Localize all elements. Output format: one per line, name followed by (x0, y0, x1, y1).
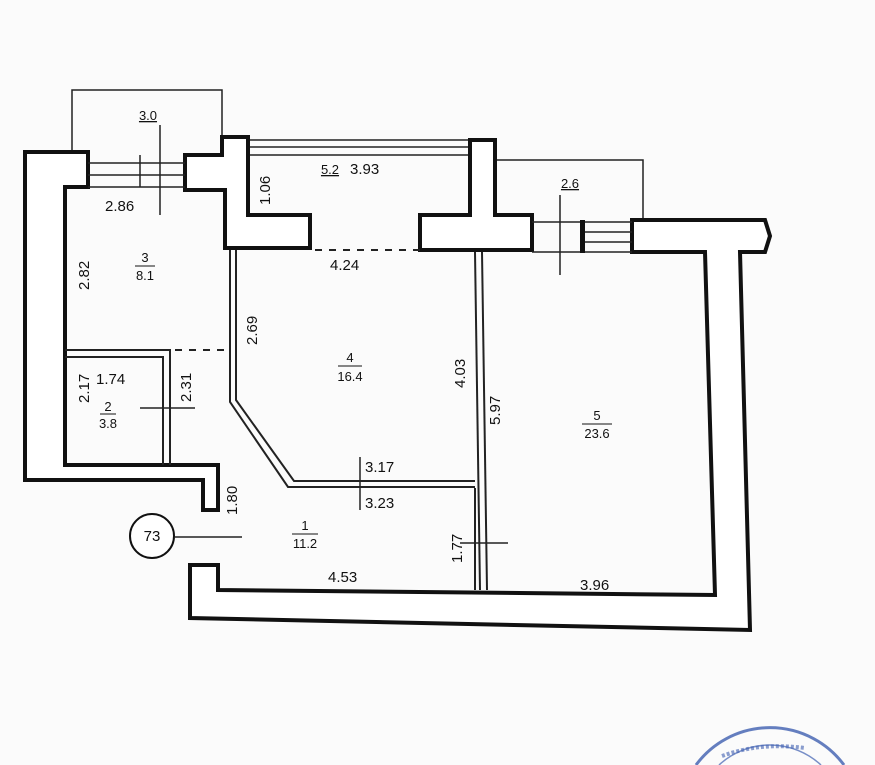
svg-text:1.77: 1.77 (449, 534, 466, 563)
wall-right-bottom (188, 218, 773, 633)
svg-text:1: 1 (301, 518, 308, 533)
svg-text:4.24: 4.24 (330, 257, 359, 274)
official-stamp (694, 726, 846, 765)
window-left (88, 155, 185, 188)
svg-text:8.1: 8.1 (136, 268, 154, 283)
svg-text:4.03: 4.03 (452, 359, 469, 388)
room-2: 2 3.8 (99, 399, 117, 431)
svg-text:11.2: 11.2 (293, 536, 317, 551)
svg-text:3: 3 (141, 250, 148, 265)
svg-text:23.6: 23.6 (584, 426, 609, 441)
balcony-area-right: 2.6 (561, 176, 579, 191)
balcony-right-outline (495, 159, 644, 220)
room-4: 4 16.4 (337, 350, 362, 384)
svg-text:2.86: 2.86 (105, 198, 134, 215)
svg-text:3.17: 3.17 (365, 459, 394, 476)
dimensions: 2.86 2.82 4.24 2.69 4.03 5.97 2.17 1.74 … (76, 198, 609, 594)
partitions (65, 249, 488, 591)
svg-text:5: 5 (593, 408, 600, 423)
apartment-marker: 73 (144, 528, 161, 545)
wall-central-pier (418, 138, 534, 252)
balcony-area-left: 3.0 (139, 108, 157, 123)
loggia-glazing (248, 139, 470, 156)
loggia-depth: 1.06 (257, 176, 274, 205)
wall-kitchen-pier (183, 135, 312, 250)
balcony-left-outline (71, 89, 223, 152)
svg-text:4.53: 4.53 (328, 569, 357, 586)
svg-text:3.23: 3.23 (365, 495, 394, 512)
window-right (532, 220, 632, 253)
svg-text:1.80: 1.80 (224, 486, 241, 515)
svg-text:2.69: 2.69 (244, 316, 261, 345)
room-1: 1 11.2 (292, 518, 318, 551)
svg-text:1.74: 1.74 (96, 371, 125, 388)
room-3: 3 8.1 (135, 250, 155, 283)
svg-text:16.4: 16.4 (337, 369, 362, 384)
svg-text:2.82: 2.82 (76, 261, 93, 290)
room-5: 5 23.6 (582, 408, 612, 441)
svg-text:3.96: 3.96 (580, 577, 609, 594)
loggia-length: 3.93 (350, 161, 379, 178)
apartment-marker-circle (129, 513, 175, 559)
svg-text:2: 2 (104, 399, 111, 414)
svg-text:2.17: 2.17 (76, 374, 93, 403)
svg-text:5.97: 5.97 (487, 396, 504, 425)
svg-text:3.8: 3.8 (99, 416, 117, 431)
svg-text:4: 4 (346, 350, 353, 365)
door-markers (140, 125, 561, 544)
balcony-area-loggia: 5.2 (321, 162, 339, 177)
svg-text:2.31: 2.31 (178, 373, 195, 402)
